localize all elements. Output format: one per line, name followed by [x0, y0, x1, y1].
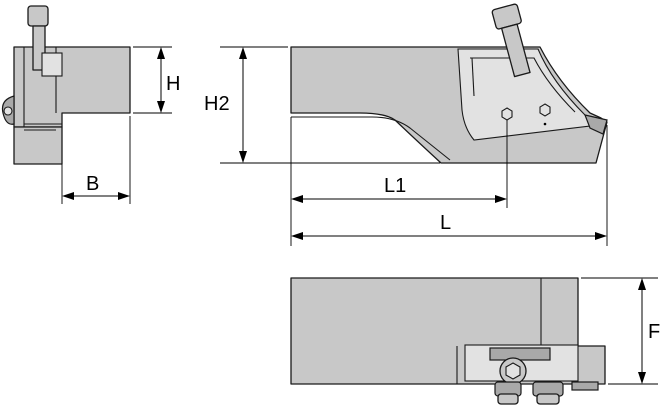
top-view: F	[290, 277, 660, 405]
b-arrow-right	[118, 192, 130, 200]
front-view-body	[13, 46, 131, 128]
l1-arrow-right	[495, 195, 507, 203]
dimension-label-f: F	[648, 321, 660, 343]
l1-arrow-left	[291, 195, 303, 203]
h2-arrow-top	[239, 47, 247, 59]
side-view-pocket-inner-edge	[470, 57, 576, 113]
side-view-screw	[491, 3, 531, 78]
side-view-insert-tip	[584, 114, 608, 135]
dimension-label-h2: H2	[204, 93, 230, 115]
f-arrow-bottom	[638, 372, 646, 384]
front-view: H B	[1, 5, 180, 204]
side-view-center-mark	[543, 122, 547, 126]
f-arrow-top	[638, 278, 646, 290]
top-view-clamp-bar	[489, 347, 551, 361]
front-view-screw-top	[27, 5, 49, 27]
b-arrow-left	[62, 192, 74, 200]
l-arrow-left	[291, 232, 303, 240]
dimension-label-h: H	[166, 73, 180, 95]
h2-arrow-bottom	[239, 151, 247, 163]
h-arrow-top	[157, 47, 165, 59]
top-view-screw-nub-end	[497, 393, 519, 405]
dimension-label-l: L	[440, 212, 451, 234]
top-view-hex-socket-icon	[505, 362, 521, 380]
top-view-bottom-lip	[571, 381, 599, 391]
side-view: H2 L1 L	[204, 3, 608, 246]
side-view-screw-shank	[500, 23, 531, 78]
l-arrow-right	[595, 232, 607, 240]
front-view-lower-block	[13, 126, 63, 165]
front-view-screw-head	[3, 106, 13, 116]
dimension-label-b: B	[86, 173, 99, 195]
dimension-label-l1: L1	[384, 175, 406, 197]
top-view-screw-nub-end	[536, 393, 560, 405]
h-arrow-bottom	[157, 101, 165, 113]
front-view-clamp-block	[41, 52, 63, 77]
side-view-chamfer-edge	[291, 116, 451, 161]
side-view-hex-hole	[501, 107, 513, 121]
side-view-hex-hole	[539, 103, 551, 117]
side-view-pocket-wall	[471, 57, 475, 97]
